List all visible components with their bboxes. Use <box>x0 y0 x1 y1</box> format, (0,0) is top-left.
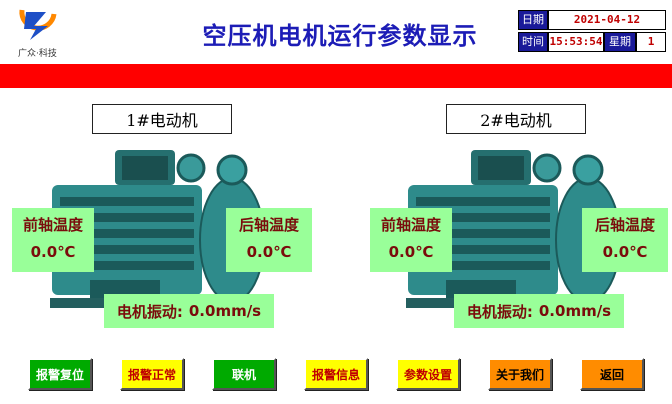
alarm-info-button[interactable]: 报警信息 <box>304 358 368 390</box>
time-label: 时间 <box>518 32 548 52</box>
front-temp-value: 0.0℃ <box>388 243 434 261</box>
vibration-label: 电机振动: <box>116 302 183 321</box>
motor-2-title: 2#电动机 <box>446 104 586 134</box>
alarm-reset-button[interactable]: 报警复位 <box>28 358 92 390</box>
about-us-button[interactable]: 关于我们 <box>488 358 552 390</box>
motor-2-rear-temp: 后轴温度 0.0℃ <box>582 208 668 272</box>
motor-1-rear-temp: 后轴温度 0.0℃ <box>226 208 312 272</box>
red-banner <box>0 64 672 88</box>
motor-1-front-temp: 前轴温度 0.0℃ <box>12 208 94 272</box>
weekday-value: 1 <box>636 32 666 52</box>
motor-1-vibration: 电机振动: 0.0mm/s <box>104 294 274 328</box>
alarm-normal-button[interactable]: 报警正常 <box>120 358 184 390</box>
front-temp-label: 前轴温度 <box>22 216 83 234</box>
date-label: 日期 <box>518 10 548 30</box>
rear-temp-label: 后轴温度 <box>594 216 655 234</box>
time-value: 15:53:54 <box>548 32 604 52</box>
rear-temp-label: 后轴温度 <box>238 216 299 234</box>
logo-icon <box>19 9 57 40</box>
motor-2-front-temp: 前轴温度 0.0℃ <box>370 208 452 272</box>
vibration-value: 0.0mm/s <box>538 302 612 320</box>
page-title: 空压机电机运行参数显示 <box>202 21 478 50</box>
date-value: 2021-04-12 <box>548 10 666 30</box>
front-temp-value: 0.0℃ <box>30 243 76 261</box>
motor-2-vibration: 电机振动: 0.0mm/s <box>454 294 624 328</box>
online-button[interactable]: 联机 <box>212 358 276 390</box>
rear-temp-value: 0.0℃ <box>602 243 648 261</box>
company-logo: 广众·科技 <box>12 4 72 60</box>
back-button[interactable]: 返回 <box>580 358 644 390</box>
logo-text: 广众·科技 <box>18 49 57 59</box>
vibration-value: 0.0mm/s <box>188 302 262 320</box>
rear-temp-value: 0.0℃ <box>246 243 292 261</box>
motor-1-title: 1#电动机 <box>92 104 232 134</box>
weekday-label: 星期 <box>604 32 636 52</box>
front-temp-label: 前轴温度 <box>380 216 441 234</box>
parameter-settings-button[interactable]: 参数设置 <box>396 358 460 390</box>
vibration-label: 电机振动: <box>466 302 533 321</box>
